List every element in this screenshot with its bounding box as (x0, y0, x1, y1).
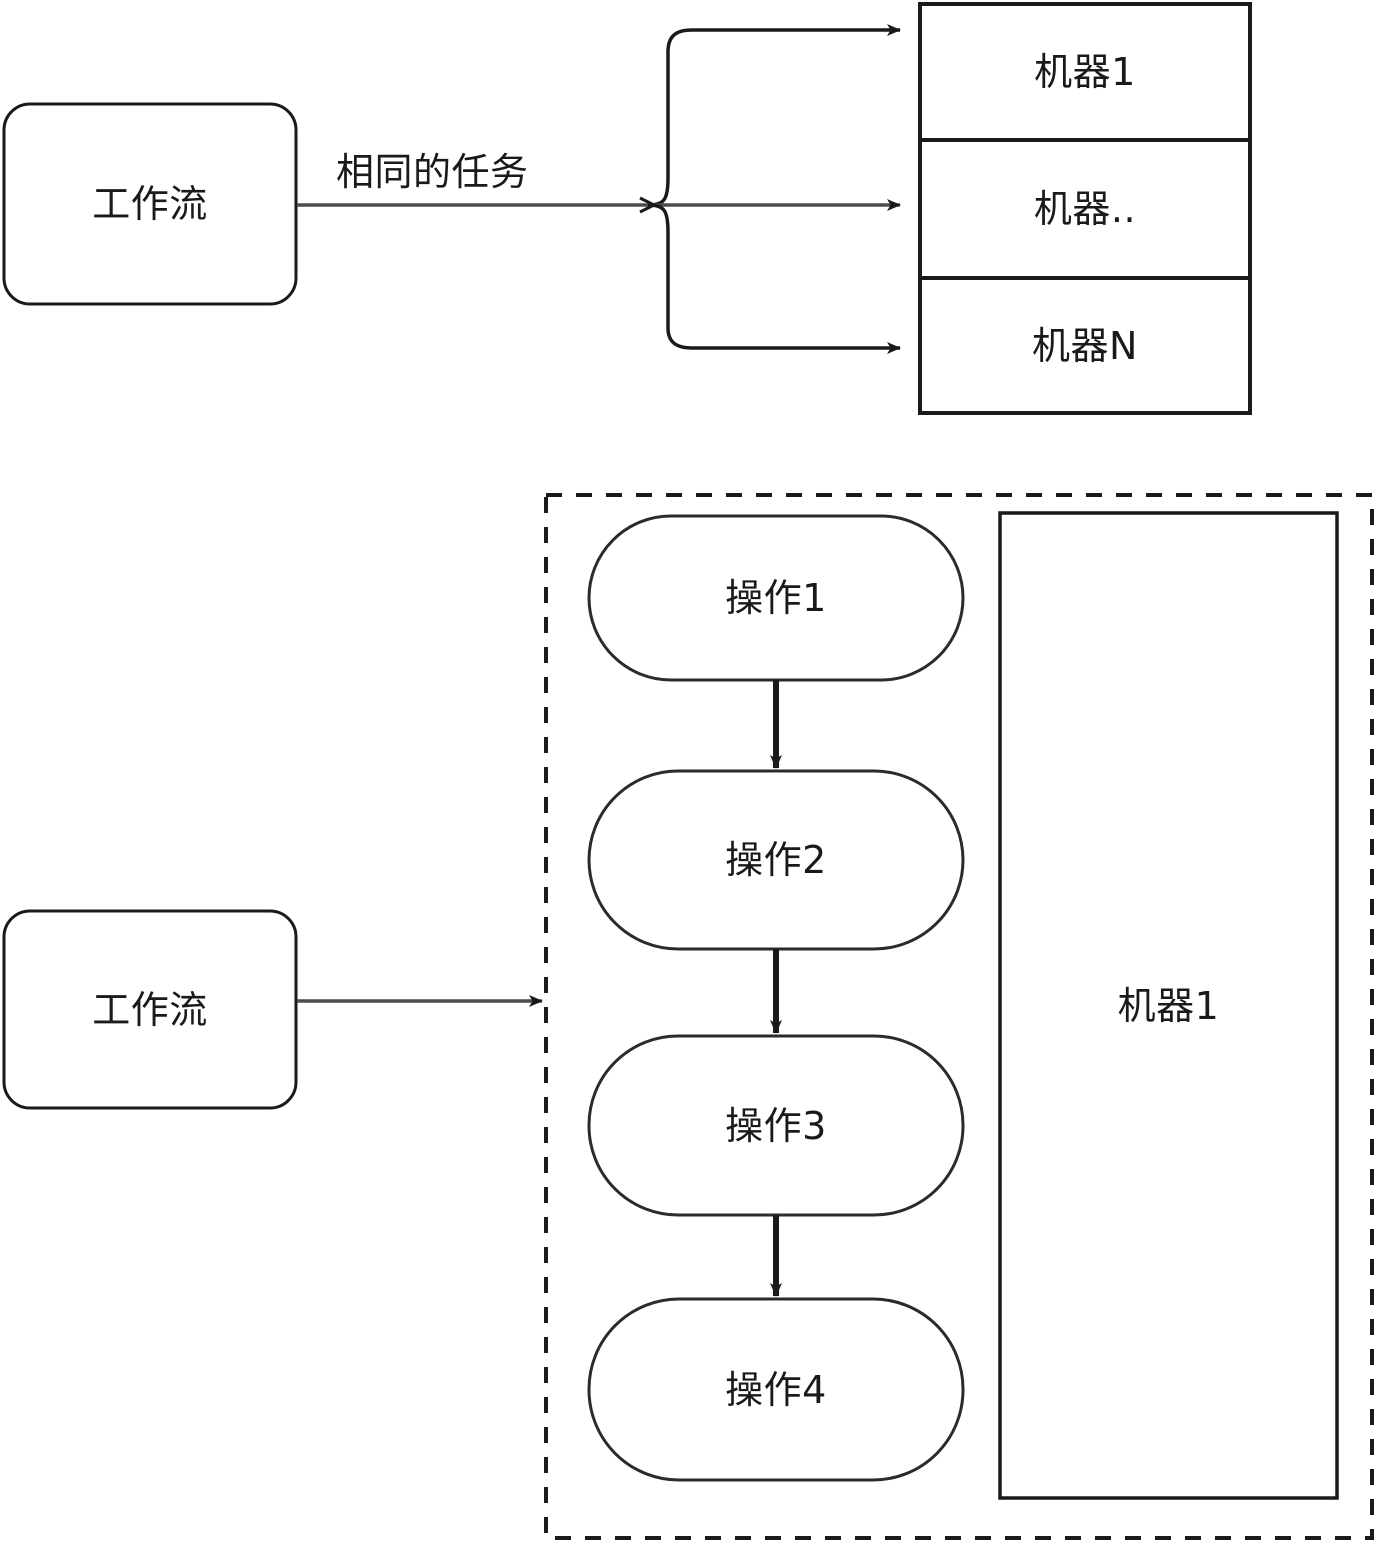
operation-1-shape (587, 514, 965, 682)
operation-3-shape (587, 1034, 965, 1217)
operation-2-shape (587, 769, 965, 951)
bottom-workflow-box-shape (2, 909, 298, 1110)
branch-edge-machine-1 (647, 24, 901, 207)
top-workflow-box-shape (2, 102, 298, 306)
machine-group-dashed-container-shape (544, 493, 1374, 1540)
machine-table-shape (918, 2, 1252, 415)
operation-4-shape (587, 1297, 965, 1482)
branch-edge-machine-n (647, 203, 901, 354)
top-edge-label: 相同的任务 (336, 150, 529, 194)
bottom-machine-box-shape (998, 511, 1339, 1500)
